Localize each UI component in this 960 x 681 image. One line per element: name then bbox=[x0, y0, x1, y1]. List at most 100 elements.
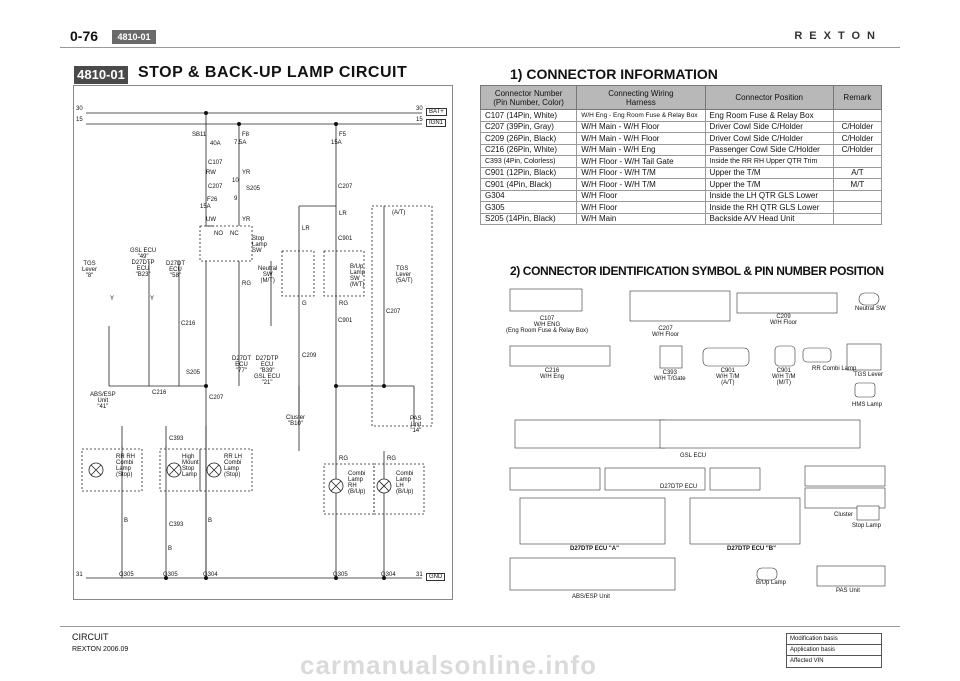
c207-label: C207 bbox=[208, 184, 223, 190]
footer-divider bbox=[60, 626, 900, 627]
table-cell bbox=[832, 109, 883, 122]
rail-15-right-label: 15 bbox=[416, 117, 423, 123]
c901-label: C901 bbox=[338, 236, 353, 242]
neutral-sw-connector bbox=[858, 292, 880, 306]
d27dtp-ecu-a-connector bbox=[519, 497, 666, 545]
table-cell: Backside A/V Head Unit bbox=[704, 212, 834, 225]
wire-rg-label-4: RG bbox=[387, 456, 396, 462]
column-header: Connector Position bbox=[704, 85, 834, 110]
table-cell: Eng Room Fuse & Relay Box bbox=[704, 109, 834, 122]
table-cell: M/T bbox=[832, 178, 883, 191]
tgs-lever-label: TGS Lever "8" bbox=[82, 261, 98, 279]
rail-30-label: 30 bbox=[76, 106, 83, 112]
table-cell bbox=[832, 155, 883, 168]
pas-unit-caption: PAS Unit bbox=[836, 588, 860, 594]
c207-label-2: C207 bbox=[209, 395, 224, 401]
table-cell: W/H Main - W/H Floor bbox=[576, 120, 706, 133]
table-cell: Inside the RH QTR GLS Lower bbox=[704, 201, 834, 214]
hmsl-label: High Mount Stop Lamp bbox=[182, 454, 199, 478]
c901-label-2: C901 bbox=[338, 318, 353, 324]
table-cell: C901 (4Pin, Black) bbox=[479, 178, 578, 191]
rail-30-right-label: 30 bbox=[416, 106, 423, 112]
affected-vin: Affected VIN bbox=[790, 658, 824, 664]
hms-lamp-connector bbox=[854, 382, 876, 398]
stop-lamp-caption: Stop Lamp bbox=[852, 523, 882, 529]
abs-esp-connector bbox=[509, 557, 676, 591]
abs-unit-label: ABS/ESP Unit "41" bbox=[90, 392, 116, 410]
section-badge: 4810-01 bbox=[74, 66, 128, 84]
g304-label: G304 bbox=[203, 572, 218, 578]
connector-pin-diagrams bbox=[509, 288, 886, 591]
table-cell: W/H Floor bbox=[576, 189, 706, 202]
table-cell bbox=[832, 212, 883, 225]
c901-mt-caption: C901 W/H T/M (M/T) bbox=[772, 368, 796, 386]
table-cell: W/H Floor - W/H Tail Gate bbox=[576, 155, 706, 168]
brand-logo: REXTON bbox=[794, 30, 882, 42]
yr-label-2: YR bbox=[242, 217, 251, 223]
c107-connector bbox=[509, 288, 583, 312]
table-cell: C901 (12Pin, Black) bbox=[479, 166, 578, 179]
c209-connector bbox=[736, 292, 838, 314]
page-number: 0-76 bbox=[70, 28, 99, 44]
column-header: Remark bbox=[832, 85, 883, 110]
no-label: NO bbox=[214, 231, 223, 237]
table-cell: C/Holder bbox=[832, 143, 883, 156]
table-cell: Driver Cowl Side C/Holder bbox=[704, 132, 834, 145]
table-cell: W/H Floor - W/H T/M bbox=[576, 166, 706, 179]
wire-rg-label-3: RG bbox=[339, 456, 348, 462]
table-cell bbox=[832, 201, 883, 214]
table-cell: G304 bbox=[479, 189, 578, 202]
c393-label: C393 bbox=[169, 436, 184, 442]
s205-label: S205 bbox=[246, 186, 261, 192]
cluster-connector-b bbox=[804, 487, 886, 509]
neutral-sw-label: Neutral SW (M/T) bbox=[258, 266, 278, 284]
g304-label-2: G304 bbox=[381, 572, 396, 578]
table-header-row: Connector Number (Pin Number, Color) Con… bbox=[479, 85, 883, 110]
c393-label-2: C393 bbox=[169, 522, 184, 528]
table-cell: W/H Main - W/H Floor bbox=[576, 132, 706, 145]
table-cell: Upper the T/M bbox=[704, 178, 834, 191]
pin-section-title: 2) CONNECTOR IDENTIFICATION SYMBOL & PIN… bbox=[510, 264, 884, 278]
d27dt-ecu-label: D27DT ECU "58" bbox=[166, 261, 186, 279]
c209-caption: C209 W/H Floor bbox=[770, 314, 797, 326]
table-cell: C209 (26Pin, Black) bbox=[479, 132, 578, 145]
wire-rg-label-2: RG bbox=[242, 281, 251, 287]
rr-combi-connector bbox=[802, 347, 832, 363]
stop-lamp-switch-label: Stop Lamp SW bbox=[252, 236, 268, 254]
c216-connector bbox=[509, 345, 611, 367]
application-basis: Application basis bbox=[787, 645, 881, 656]
c393-caption: C393 W/H T/Gate bbox=[654, 370, 686, 382]
table-cell: W/H Main bbox=[576, 212, 706, 225]
c901-at-connector bbox=[702, 347, 750, 367]
uw-label: UW bbox=[206, 217, 216, 223]
wire-b-label: B bbox=[124, 518, 129, 524]
c207-label-4: C207 bbox=[386, 309, 401, 315]
g305-label: G305 bbox=[119, 572, 134, 578]
g305-label-2: G305 bbox=[163, 572, 178, 578]
d27dtp-ecu-a-caption: D27DTP ECU "A" bbox=[570, 546, 619, 552]
table-cell: W/H Main - W/H Eng bbox=[576, 143, 706, 156]
wire-lr-label: LR bbox=[302, 226, 310, 232]
d27dtp-ecu-label: D27DTP ECU "B39" GSL ECU "21" bbox=[254, 356, 281, 386]
table-cell: C107 (14Pin, White) bbox=[479, 109, 578, 122]
gnd-label: GND bbox=[426, 573, 446, 581]
cluster-connector-a bbox=[804, 465, 886, 487]
cluster-caption: Cluster bbox=[834, 512, 854, 518]
d27dtp-ecu-b-connector bbox=[689, 497, 801, 545]
d27dtp-ecu-left bbox=[509, 467, 601, 491]
table-cell: W/H Floor - W/H T/M bbox=[576, 178, 706, 191]
footer-model: REXTON 2006.09 bbox=[72, 646, 129, 653]
gsl-ecu-caption: GSL ECU bbox=[680, 453, 707, 459]
table-row: C393 (4Pin, Colorless)W/H Floor - W/H Ta… bbox=[479, 155, 883, 168]
neutral-sw-caption: Neutral SW bbox=[855, 306, 886, 312]
sb11-rating: 40A bbox=[210, 141, 221, 147]
f8-label: F8 bbox=[242, 132, 250, 138]
c901-mt-connector bbox=[774, 345, 796, 367]
tgs-lever-caption: TGS Lever bbox=[854, 372, 884, 378]
g305-label-3: G305 bbox=[333, 572, 348, 578]
column-header: Connecting Wiring Harness bbox=[576, 85, 706, 110]
nc-label: NC bbox=[230, 231, 239, 237]
